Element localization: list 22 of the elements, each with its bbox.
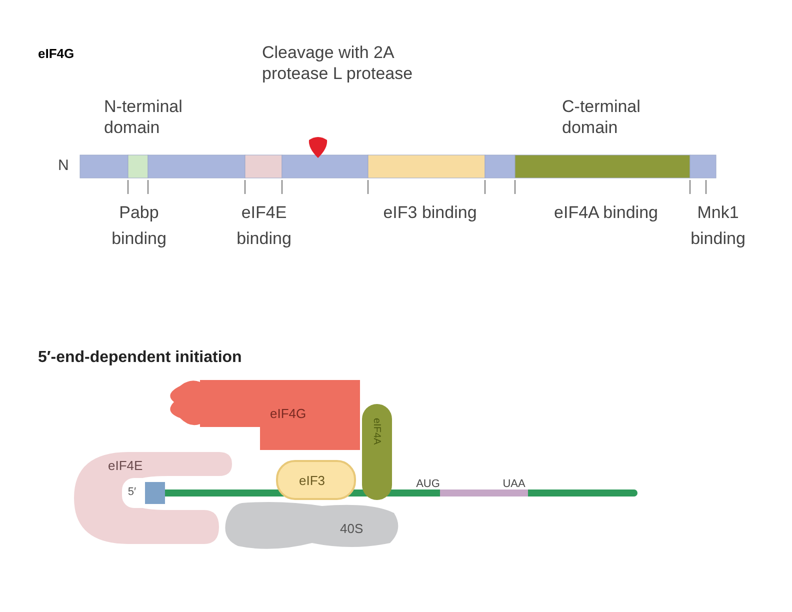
- codon-label: AUG: [415, 477, 441, 492]
- protein-label: 40S: [340, 520, 364, 538]
- binding-label: eIF4E binding: [236, 202, 292, 250]
- domain-label: N-terminal domain: [104, 96, 184, 138]
- panel-heading: eIF4G: [38, 45, 76, 63]
- binding-label: Pabp binding: [110, 202, 168, 250]
- binding-label: eIF4A binding: [553, 202, 659, 224]
- protein-label: eIF4E: [108, 457, 143, 475]
- terminus-label: N: [58, 156, 70, 176]
- protein-shape: [360, 404, 394, 500]
- binding-label: Mnk1 binding: [690, 202, 746, 250]
- protein-label: eIF4A: [370, 418, 383, 445]
- protein-label: eIF4G: [270, 405, 306, 423]
- domain-label: C-terminal domain: [562, 96, 642, 138]
- protein-shape: [276, 460, 356, 500]
- protein-shape: [74, 452, 234, 544]
- panel-heading: 5′-end-dependent initiation: [38, 348, 243, 368]
- binding-label: eIF3 binding: [382, 202, 478, 224]
- annotation-text: Cleavage with 2A protease L protease: [262, 42, 414, 84]
- end-label: 5′: [126, 485, 138, 500]
- protein-label: eIF3: [299, 472, 326, 490]
- codon-label: UAA: [502, 477, 526, 492]
